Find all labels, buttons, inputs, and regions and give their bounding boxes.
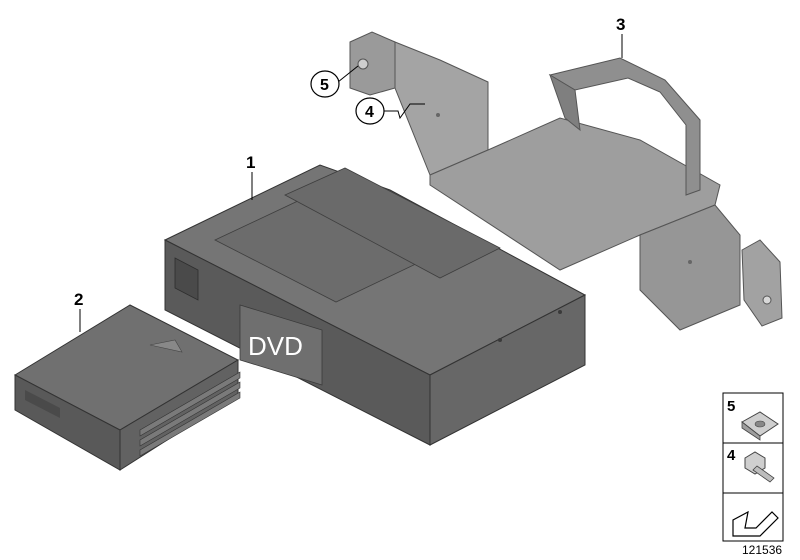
callout-3: 3 [616, 15, 625, 58]
callout-number: 3 [616, 15, 625, 34]
callout-number: 2 [74, 290, 83, 309]
callout-5: 5 [310, 65, 359, 98]
callout-number: 4 [365, 104, 374, 121]
diagram-number: 121536 [742, 543, 782, 557]
dvd-changer-unit: DVD [163, 164, 587, 446]
callout-number: 1 [246, 153, 255, 172]
mounting-bracket [349, 31, 783, 331]
callout-4: 4 [355, 97, 425, 125]
legend-number: 4 [727, 447, 736, 464]
callout-number: 5 [320, 77, 329, 94]
callout-2: 2 [74, 290, 83, 332]
dvd-label: DVD [248, 331, 303, 361]
direction-arrow-icon [732, 510, 779, 537]
parts-legend: 5 4 [722, 392, 784, 542]
callout-1: 1 [246, 153, 255, 200]
dvd-magazine [13, 304, 241, 471]
bolt-icon [744, 451, 775, 483]
clip-nut-icon [741, 411, 779, 441]
legend-number: 5 [727, 398, 735, 415]
